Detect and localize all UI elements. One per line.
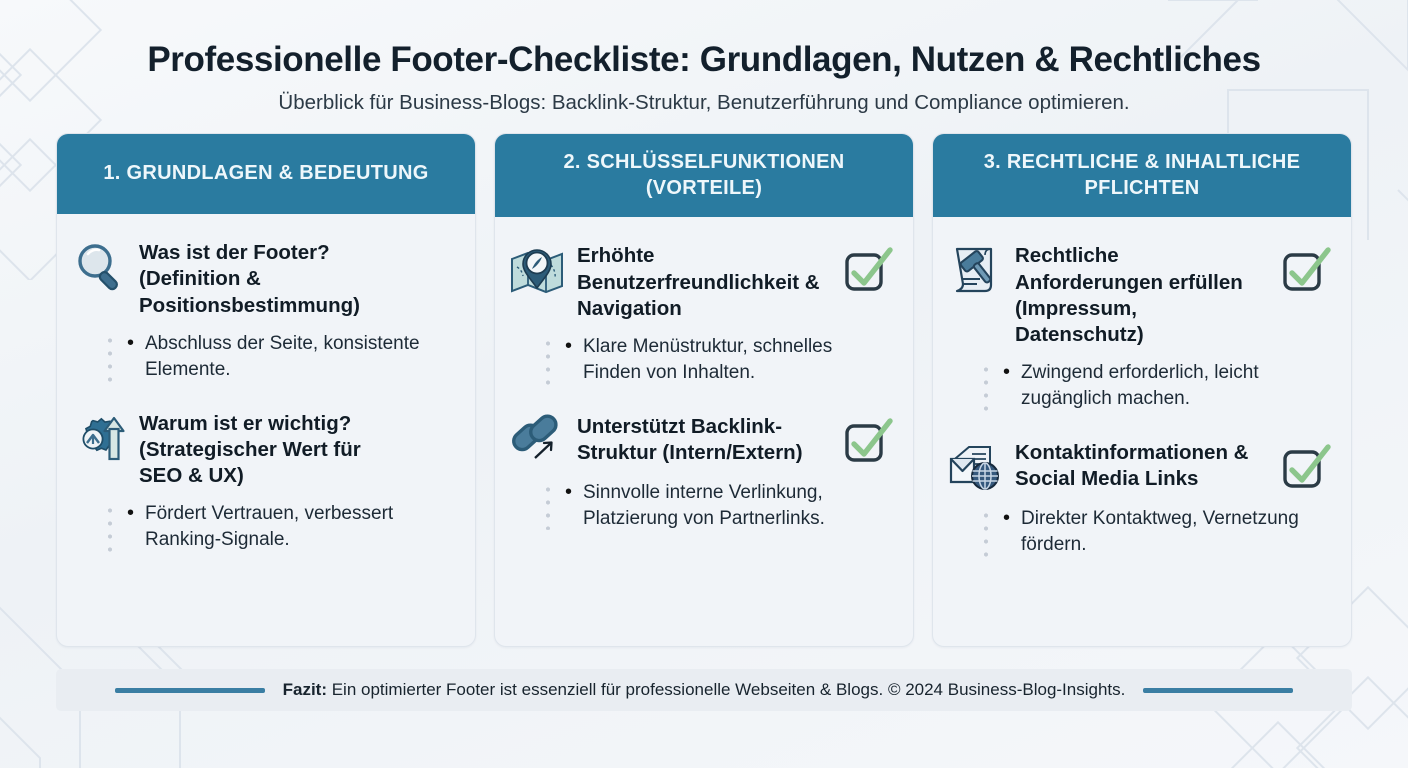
bullet-group: Klare Menüstruktur, schnelles Finden von… xyxy=(509,333,895,388)
checklist-item-title: Unterstützt Backlink-Struktur (Intern/Ex… xyxy=(577,414,803,464)
checklist-item-header: Rechtliche Anforderungen erfüllen (Impre… xyxy=(947,239,1333,348)
dotted-connector xyxy=(983,363,989,411)
page-subtitle: Überblick für Business-Blogs: Backlink-S… xyxy=(278,91,1130,115)
bullet-list: Klare Menüstruktur, schnelles Finden von… xyxy=(561,333,895,388)
bullet-group: Fördert Vertrauen, verbessert Ranking-Si… xyxy=(71,500,457,555)
bullet-list: Abschluss der Seite, konsistente Element… xyxy=(123,330,457,385)
magnifier-icon xyxy=(71,238,127,294)
checklist-item: Rechtliche Anforderungen erfüllen (Impre… xyxy=(947,239,1333,414)
bullet-list: Direkter Kontaktweg, Vernetzung fördern. xyxy=(999,505,1333,560)
checklist-item-title: Kontaktinformationen & Social Media Link… xyxy=(1015,440,1249,491)
list-item: Direkter Kontaktweg, Vernetzung fördern. xyxy=(999,505,1333,558)
item-spacer xyxy=(509,388,895,410)
checklist-item-header: Was ist der Footer? (Definition & Positi… xyxy=(71,236,457,319)
footer-message: Ein optimierter Footer ist essenziell fü… xyxy=(327,680,1126,700)
checklist-item: Unterstützt Backlink-Struktur (Intern/Ex… xyxy=(509,410,895,534)
checklist-item: Erhöhte Benutzerfreundlichkeit & Navigat… xyxy=(509,239,895,387)
checklist-item-title: Erhöhte Benutzerfreundlichkeit & Navigat… xyxy=(577,244,820,320)
checklist-item: Kontaktinformationen & Social Media Link… xyxy=(947,436,1333,560)
item-spacer xyxy=(947,414,1333,436)
check-box-icon[interactable] xyxy=(1281,444,1331,492)
bullet-group: Zwingend erforderlich, leicht zugänglich… xyxy=(947,359,1333,414)
list-item: Abschluss der Seite, konsistente Element… xyxy=(123,330,457,383)
list-item: Sinnvolle interne Verlinkung, Platzierun… xyxy=(561,479,895,532)
page-title: Professionelle Footer-Checkliste: Grundl… xyxy=(147,40,1261,79)
bullet-group: Direkter Kontaktweg, Vernetzung fördern. xyxy=(947,505,1333,560)
card-header: 2. SCHLÜSSELFUNKTIONEN (VORTEILE) xyxy=(495,134,913,218)
list-item: Fördert Vertrauen, verbessert Ranking-Si… xyxy=(123,500,457,553)
footer-text: Fazit: Ein optimierter Footer ist essenz… xyxy=(265,680,1144,700)
map-compass-icon xyxy=(509,241,565,297)
checklist-item: Warum ist er wichtig? (Strategischer Wer… xyxy=(71,407,457,555)
card-header: 1. GRUNDLAGEN & BEDEUTUNG xyxy=(57,134,475,215)
checklist-card: 1. GRUNDLAGEN & BEDEUTUNG Was ist der Fo… xyxy=(56,133,476,648)
list-item: Zwingend erforderlich, leicht zugänglich… xyxy=(999,359,1333,412)
checklist-item-header: Unterstützt Backlink-Struktur (Intern/Ex… xyxy=(509,410,895,468)
chain-link-icon xyxy=(509,412,565,468)
bullet-list: Fördert Vertrauen, verbessert Ranking-Si… xyxy=(123,500,457,555)
card-body: Rechtliche Anforderungen erfüllen (Impre… xyxy=(933,217,1351,646)
checklist-item-title: Rechtliche Anforderungen erfüllen (Impre… xyxy=(1015,244,1243,347)
envelope-globe-icon xyxy=(947,438,1003,494)
check-box-icon[interactable] xyxy=(843,247,893,295)
gear-growth-icon xyxy=(71,409,127,465)
checklist-card: 3. RECHTLICHE & INHALTLICHE PFLICHTEN Re… xyxy=(932,133,1352,648)
dotted-connector xyxy=(983,508,989,557)
bullet-list: Sinnvolle interne Verlinkung, Platzierun… xyxy=(561,479,895,534)
card-body: Was ist der Footer? (Definition & Positi… xyxy=(57,214,475,646)
footer-label: Fazit: xyxy=(282,680,327,700)
footer-rule-right xyxy=(1143,687,1294,693)
checklist-card: 2. SCHLÜSSELFUNKTIONEN (VORTEILE) Erhöht… xyxy=(494,133,914,648)
dotted-connector xyxy=(545,482,551,531)
card-header: 3. RECHTLICHE & INHALTLICHE PFLICHTEN xyxy=(933,134,1351,218)
columns-container: 1. GRUNDLAGEN & BEDEUTUNG Was ist der Fo… xyxy=(0,133,1408,648)
bullet-list: Zwingend erforderlich, leicht zugänglich… xyxy=(999,359,1333,414)
page-header: Professionelle Footer-Checkliste: Grundl… xyxy=(0,0,1408,115)
checklist-item: Was ist der Footer? (Definition & Positi… xyxy=(71,236,457,384)
list-item: Klare Menüstruktur, schnelles Finden von… xyxy=(561,333,895,386)
checklist-item-title: Was ist der Footer? (Definition & Positi… xyxy=(139,241,360,317)
item-spacer xyxy=(71,385,457,407)
bullet-group: Abschluss der Seite, konsistente Element… xyxy=(71,330,457,385)
checklist-item-header: Erhöhte Benutzerfreundlichkeit & Navigat… xyxy=(509,239,895,322)
dotted-connector xyxy=(107,504,113,552)
footer-bar: Fazit: Ein optimierter Footer ist essenz… xyxy=(56,669,1352,712)
check-box-icon[interactable] xyxy=(1281,247,1331,295)
card-body: Erhöhte Benutzerfreundlichkeit & Navigat… xyxy=(495,217,913,646)
footer-rule-left xyxy=(114,687,265,693)
checklist-item-header: Kontaktinformationen & Social Media Link… xyxy=(947,436,1333,494)
dotted-connector xyxy=(545,337,551,385)
bullet-group: Sinnvolle interne Verlinkung, Platzierun… xyxy=(509,479,895,534)
checklist-item-header: Warum ist er wichtig? (Strategischer Wer… xyxy=(71,407,457,490)
scroll-gavel-icon xyxy=(947,241,1003,297)
checklist-item-title: Warum ist er wichtig? (Strategischer Wer… xyxy=(139,411,361,488)
check-box-icon[interactable] xyxy=(843,418,893,466)
dotted-connector xyxy=(107,333,113,382)
